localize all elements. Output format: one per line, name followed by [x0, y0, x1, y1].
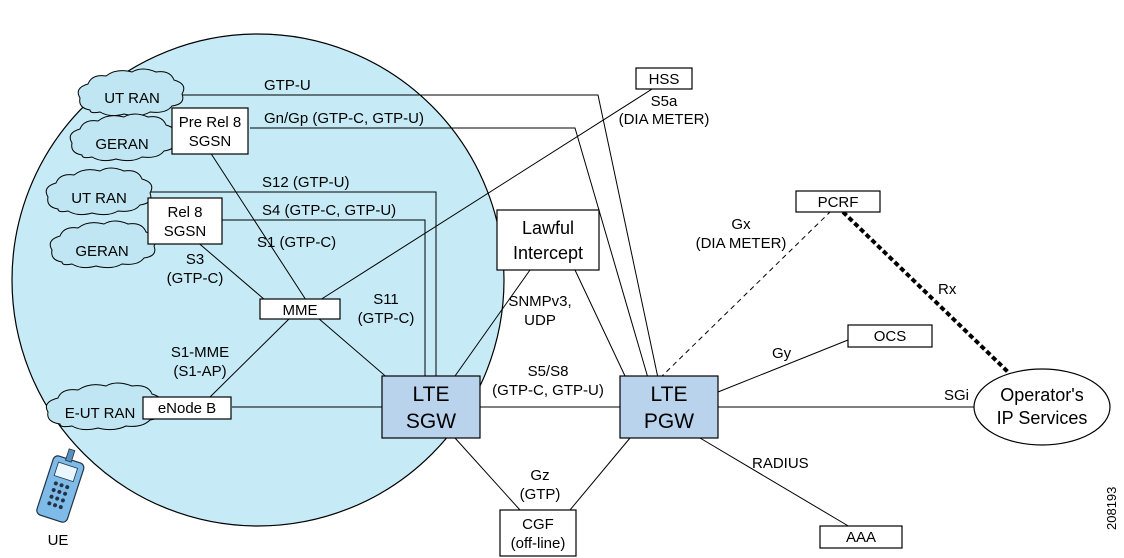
s5s8-label-2: (GTP-C, GTP-U) — [492, 382, 604, 399]
pcrf-label: PCRF — [818, 194, 859, 211]
s1mme-label-1: S1-MME — [171, 344, 229, 361]
sgi-label: SGi — [944, 387, 969, 404]
gngp-label: Gn/Gp (GTP-C, GTP-U) — [264, 110, 424, 127]
aaa-node: AAA — [819, 525, 903, 549]
gz-sgw-line — [454, 437, 521, 511]
snmp-label-2: UDP — [524, 312, 556, 329]
gx-label-1: Gx — [731, 216, 751, 233]
sgsn-rel8-node: Rel 8 SGSN — [147, 197, 223, 245]
cgf-label-1: CGF — [522, 516, 554, 533]
s11-line — [317, 317, 391, 381]
operator-ip-services-node: Operator's IP Services — [973, 368, 1111, 446]
sgw-node: LTE SGW — [381, 375, 481, 439]
gz-label-1: Gz — [530, 467, 549, 484]
enodeb-node: eNode B — [142, 396, 232, 420]
geran-1-label: GERAN — [95, 136, 148, 153]
gtpu-line — [178, 94, 659, 379]
li-sgw-line — [454, 269, 531, 377]
gx-line — [659, 211, 831, 379]
sgw-label-1: LTE — [413, 383, 450, 406]
operator-label-2: IP Services — [997, 408, 1088, 428]
s4-label: S4 (GTP-C, GTP-U) — [262, 202, 396, 219]
pgw-label-1: LTE — [651, 383, 688, 406]
ue-label: UE — [48, 532, 69, 549]
lawful-intercept-node: Lawful Intercept — [496, 209, 600, 271]
gz-pgw-line — [569, 437, 631, 511]
ocs-label: OCS — [874, 328, 907, 345]
s3-label-1: S3 — [186, 251, 204, 268]
figure-id: 208193 — [1104, 487, 1119, 530]
s5s8-label-1: S5/S8 — [528, 363, 569, 380]
mobile-phone-icon — [36, 448, 85, 523]
lawful-label-2: Intercept — [513, 243, 583, 263]
sgsn-rel8-label-1: Rel 8 — [167, 204, 202, 221]
s11-label-2: (GTP-C) — [358, 310, 415, 327]
hss-label: HSS — [649, 71, 680, 88]
operator-label-1: Operator's — [1000, 385, 1083, 405]
s1-line — [209, 151, 307, 301]
s3-label-2: (GTP-C) — [167, 270, 224, 287]
ocs-node: OCS — [847, 324, 933, 348]
lawful-label-1: Lawful — [522, 218, 574, 238]
s12-line — [130, 191, 437, 378]
sgsn-pre-rel8-node: Pre Rel 8 SGSN — [171, 107, 249, 155]
enodeb-label: eNode B — [158, 400, 216, 417]
s12-label: S12 (GTP-U) — [262, 174, 350, 191]
mme-node: MME — [259, 298, 341, 320]
hss-node: HSS — [635, 67, 693, 90]
eutran-label: E-UT RAN — [65, 405, 136, 422]
mme-label: MME — [283, 302, 318, 319]
cgf-label-2: (off-line) — [511, 535, 566, 552]
cloud-utran-1: UT RAN — [77, 68, 185, 117]
s5a-label-1: S5a — [651, 93, 678, 110]
snmp-label-1: SNMPv3, — [508, 293, 571, 310]
s1mme-label-2: (S1-AP) — [173, 363, 226, 380]
s11-label-1: S11 — [373, 291, 399, 308]
radius-label: RADIUS — [752, 455, 809, 472]
gngp-line — [250, 127, 649, 379]
s5a-label-2: (DIA METER) — [619, 111, 710, 128]
pgw-label-2: PGW — [644, 410, 694, 433]
li-pgw-line — [574, 269, 626, 377]
gz-label-2: (GTP) — [520, 486, 561, 503]
cgf-node: CGF (off-line) — [499, 509, 577, 557]
gx-label-2: (DIA METER) — [696, 235, 787, 252]
s3-line — [194, 239, 266, 301]
cloud-utran-2: UT RAN — [45, 167, 153, 216]
s1-label: S1 (GTP-C) — [257, 234, 336, 251]
s4-line — [222, 219, 426, 378]
connector-lines — [130, 83, 1010, 528]
sgw-label-2: SGW — [406, 410, 456, 433]
pcrf-node: PCRF — [795, 190, 881, 213]
gy-label: Gy — [772, 345, 792, 362]
cloud-geran-2: GERAN — [49, 220, 157, 269]
aaa-label: AAA — [846, 529, 876, 546]
cloud-eutran: E-UT RAN — [45, 382, 163, 431]
sgsn-pre-label-2: SGSN — [189, 133, 232, 150]
gy-line — [717, 339, 849, 393]
sgsn-pre-label-1: Pre Rel 8 — [179, 114, 242, 131]
s1mme-line — [207, 317, 291, 400]
cloud-geran-1: GERAN — [69, 113, 177, 162]
interface-labels: GTP-U Gn/Gp (GTP-C, GTP-U) S5a (DIA METE… — [167, 77, 969, 503]
sgsn-rel8-label-2: SGSN — [164, 223, 207, 240]
rx-line — [841, 210, 1010, 374]
s5a-line — [319, 83, 661, 301]
pgw-node: LTE PGW — [619, 375, 719, 439]
gtpu-label: GTP-U — [264, 77, 311, 94]
radius-line — [699, 437, 851, 528]
utran-2-label: UT RAN — [71, 190, 127, 207]
rx-label: Rx — [938, 281, 957, 298]
utran-1-label: UT RAN — [104, 90, 160, 107]
geran-2-label: GERAN — [75, 243, 128, 260]
